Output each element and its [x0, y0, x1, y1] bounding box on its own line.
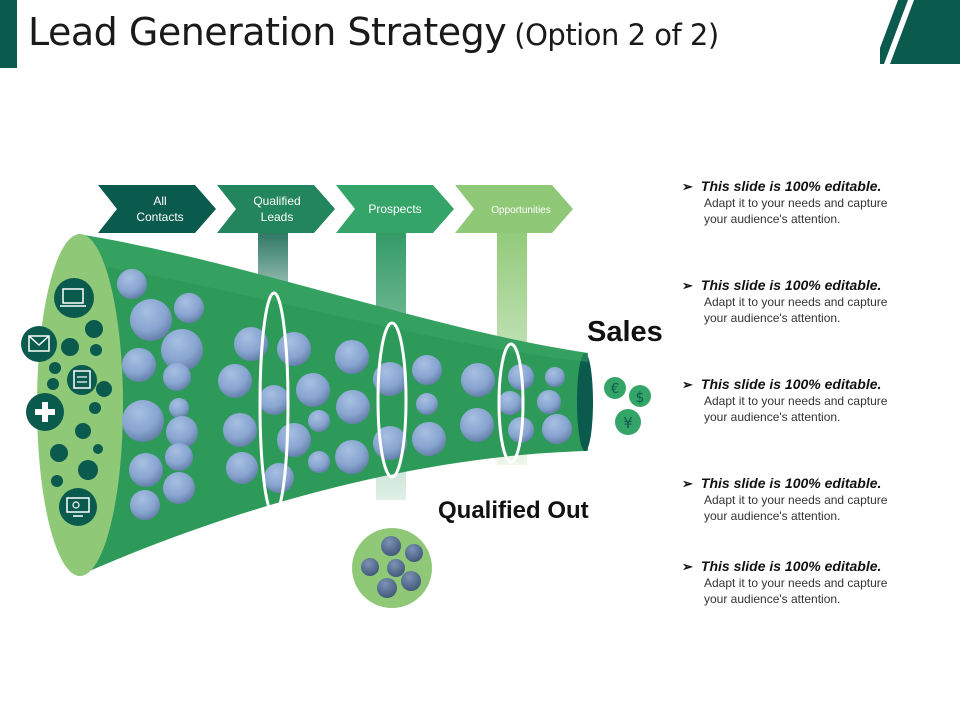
- stage-chevrons: All Contacts Qualified Leads Prospects O…: [98, 185, 573, 233]
- bullet-item: ➢ This slide is 100% editable. Adapt it t…: [682, 277, 952, 326]
- bullet-item: ➢ This slide is 100% editable. Adapt it t…: [682, 178, 952, 227]
- bullet-body-line: Adapt it to your needs and capture: [704, 493, 888, 507]
- plus-icon: [26, 393, 64, 431]
- bullet-heading: This slide is 100% editable.: [700, 558, 882, 574]
- stage-label-line-1: Opportunities: [491, 205, 550, 216]
- qualified-out-label: Qualified Out: [438, 497, 589, 524]
- funnel-outlet: [577, 353, 593, 451]
- svg-text:$: $: [636, 390, 645, 406]
- stage-qualified-leads: Qualified Leads: [217, 185, 335, 233]
- stage-prospects: Prospects: [336, 185, 454, 233]
- dollar-coin-icon: $: [629, 385, 651, 407]
- title-accent-bar: [0, 0, 17, 68]
- yen-coin-icon: ¥: [615, 409, 641, 435]
- stage-label-line-1: All: [153, 194, 166, 208]
- stage-label-line-1: Prospects: [368, 202, 421, 216]
- bullet-body-line: your audience's attention.: [704, 410, 841, 424]
- bullet-body-line: your audience's attention.: [704, 311, 841, 325]
- arrow-bullet-icon: ➢: [682, 278, 693, 293]
- qualified-out-bubbles: [361, 536, 423, 598]
- euro-coin-icon: €: [604, 377, 626, 399]
- arrow-bullet-icon: ➢: [682, 179, 693, 194]
- funnel-body: [78, 234, 588, 576]
- page-title: Lead Generation Strategy(Option 2 of 2): [28, 10, 719, 54]
- stage-all-contacts: All Contacts: [98, 185, 216, 233]
- corner-decoration: [880, 0, 960, 64]
- stage-label-line-2: Leads: [261, 210, 294, 224]
- filter-ring-1: [258, 291, 290, 517]
- stage-label-line-1: Qualified: [253, 194, 300, 208]
- svg-text:€: €: [611, 382, 619, 397]
- monitor-icon: [59, 488, 97, 526]
- mouth-dots: [47, 320, 112, 487]
- filter-ring-3: [497, 342, 525, 464]
- bullet-body-line: Adapt it to your needs and capture: [704, 576, 888, 590]
- stage-label-line-2: Contacts: [136, 210, 183, 224]
- newspaper-icon: [67, 365, 97, 395]
- bullet-body-line: your audience's attention.: [704, 592, 841, 606]
- bullet-heading: This slide is 100% editable.: [700, 277, 882, 293]
- bullet-body-line: Adapt it to your needs and capture: [704, 196, 888, 210]
- bullet-item: ➢ This slide is 100% editable. Adapt it t…: [682, 558, 952, 607]
- bullet-body-line: Adapt it to your needs and capture: [704, 394, 888, 408]
- svg-text:¥: ¥: [623, 414, 633, 432]
- bullet-heading: This slide is 100% editable.: [700, 376, 882, 392]
- computer-icon: [54, 278, 94, 318]
- bullet-item: ➢ This slide is 100% editable. Adapt it t…: [682, 475, 952, 524]
- bullet-body-line: Adapt it to your needs and capture: [704, 295, 888, 309]
- bullet-body-line: your audience's attention.: [704, 212, 841, 226]
- filter-ring-2: [376, 321, 408, 479]
- sales-label: Sales: [587, 316, 663, 348]
- bullet-body-line: your audience's attention.: [704, 509, 841, 523]
- stage-opportunities: Opportunities: [455, 185, 573, 233]
- envelope-icon: [21, 326, 57, 362]
- bullet-item: ➢ This slide is 100% editable. Adapt it t…: [682, 376, 952, 425]
- arrow-bullet-icon: ➢: [682, 377, 693, 392]
- bullet-heading: This slide is 100% editable.: [700, 475, 882, 491]
- arrow-bullet-icon: ➢: [682, 476, 693, 491]
- title-main: Lead Generation Strategy: [28, 10, 507, 54]
- funnel-mouth: [37, 234, 123, 576]
- bullet-heading: This slide is 100% editable.: [700, 178, 882, 194]
- title-sub: (Option 2 of 2): [514, 18, 719, 52]
- arrow-bullet-icon: ➢: [682, 559, 693, 574]
- lead-bubbles: [117, 269, 572, 520]
